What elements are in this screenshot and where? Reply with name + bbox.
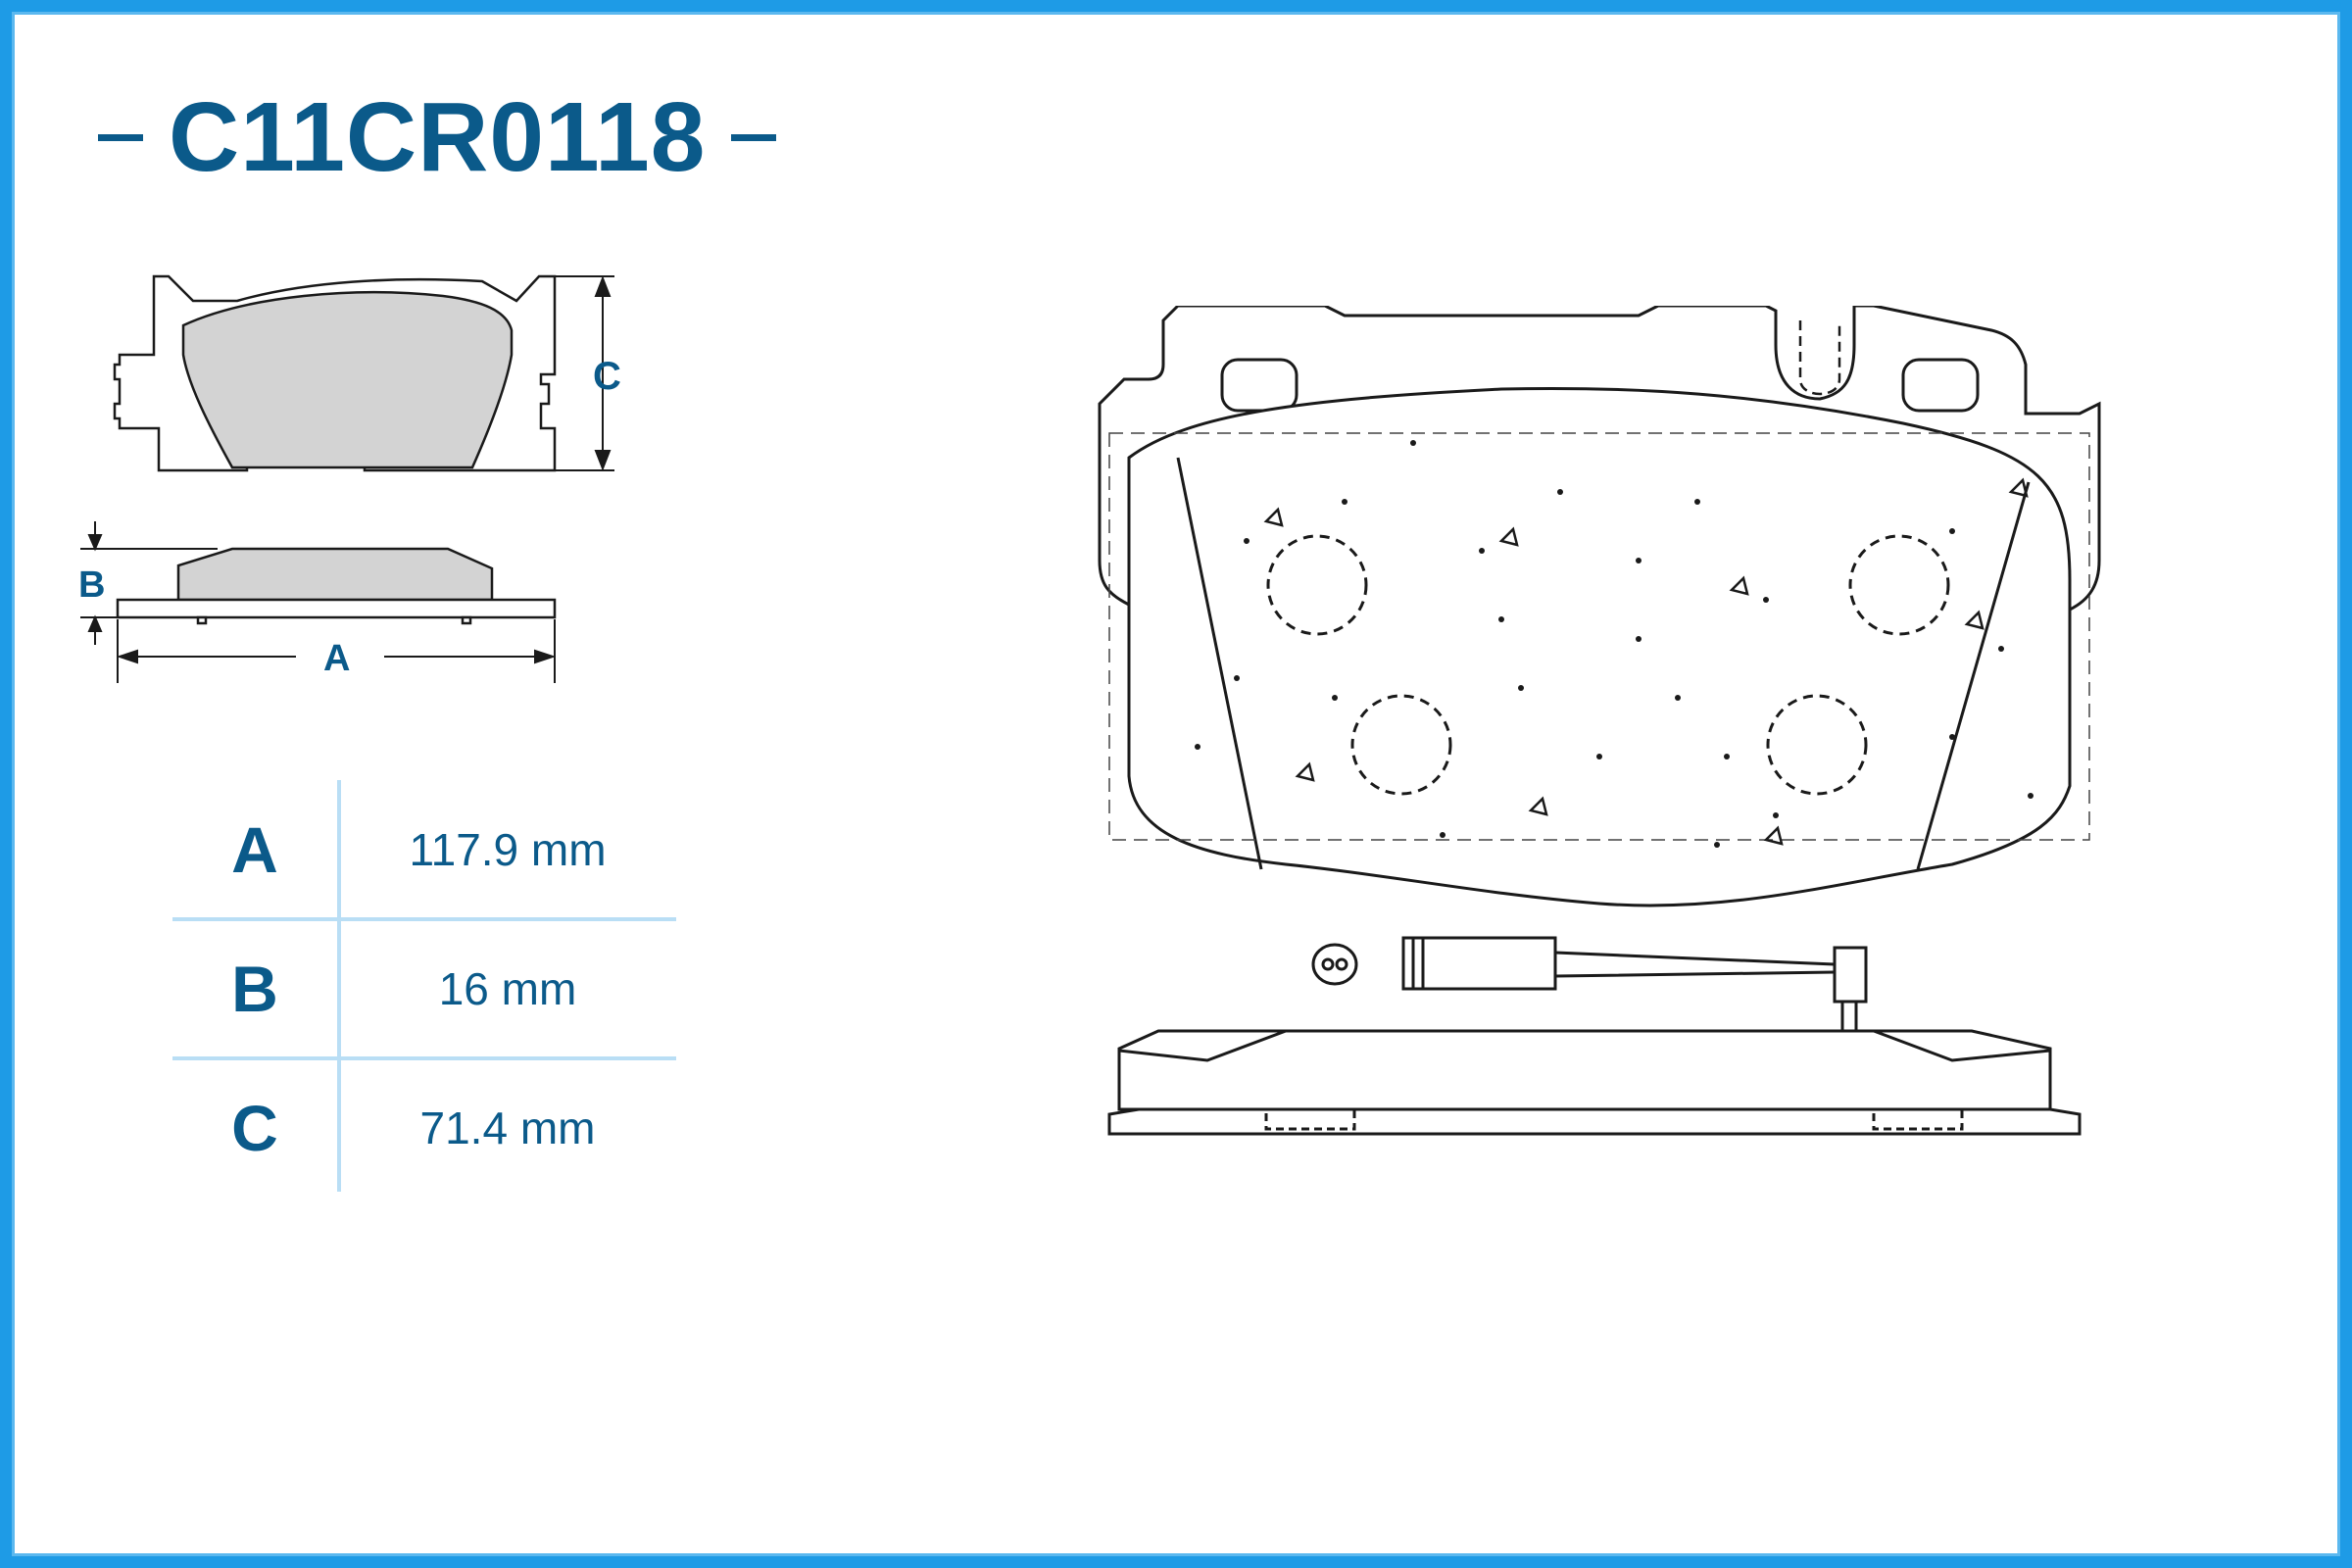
piston-markings <box>1266 534 1950 796</box>
title-dash-left <box>98 133 143 141</box>
table-divider <box>172 917 676 921</box>
spec-value: 117.9 mm <box>409 824 607 875</box>
pad-top-view <box>113 274 557 472</box>
part-number: C11CR0118 <box>169 81 707 192</box>
brake-pad-drawing <box>1098 306 2101 1136</box>
dimension-c <box>555 275 614 471</box>
dimension-c-label: C <box>593 355 621 398</box>
spec-value: 16 mm <box>438 963 577 1014</box>
spec-key: C <box>231 1092 278 1164</box>
page-frame: C11CR0118 C <box>12 12 2340 1556</box>
wear-sensor <box>1311 936 1868 1077</box>
spec-row-b: B 16 mm <box>172 919 676 1058</box>
spec-row-a: A 117.9 mm <box>172 780 676 919</box>
sensor-slot <box>1798 320 1841 396</box>
part-number-title: C11CR0118 <box>98 78 777 196</box>
dimension-b-label: B <box>78 564 105 606</box>
dimension-b <box>80 521 218 645</box>
pad-side-drawing <box>1107 1029 2082 1136</box>
friction-chamfer-right <box>1916 481 2031 870</box>
mount-hole-right <box>1901 358 1980 413</box>
pad-side-view <box>116 547 557 625</box>
plate-dashed-outline <box>1108 432 2090 841</box>
spec-table: A 117.9 mm B 16 mm C 71.4 mm <box>172 780 676 1192</box>
material-speckles <box>1195 440 2034 848</box>
friction-chamfer-left <box>1176 457 1263 870</box>
title-dash-right <box>731 133 777 141</box>
table-column-divider <box>337 780 341 1192</box>
dimension-a <box>116 619 557 683</box>
dimension-diagram: C B A <box>78 274 621 683</box>
spec-value: 71.4 mm <box>419 1102 596 1153</box>
spec-key: A <box>231 813 278 886</box>
spec-row-c: C 71.4 mm <box>172 1058 676 1198</box>
material-triangles <box>1263 477 2029 846</box>
table-divider <box>172 1056 676 1060</box>
dimension-a-label: A <box>323 638 350 679</box>
spec-key: B <box>231 953 278 1025</box>
